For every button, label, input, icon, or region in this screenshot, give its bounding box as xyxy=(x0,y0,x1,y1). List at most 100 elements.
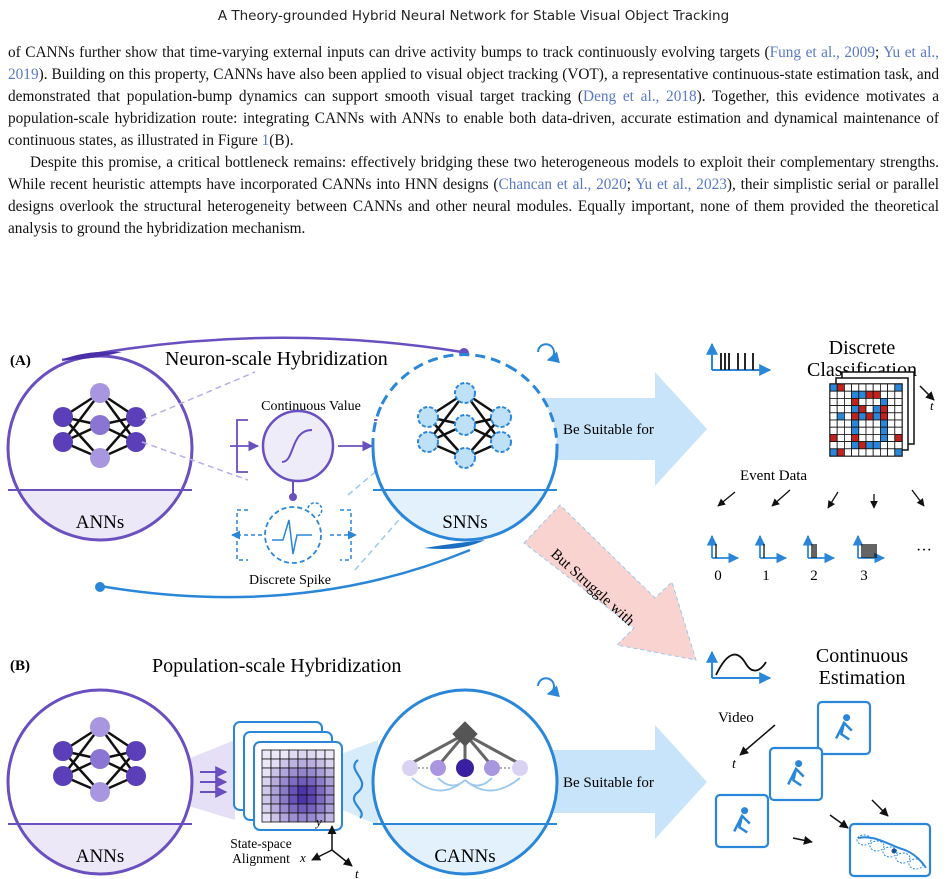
class-digit: 2 xyxy=(810,568,818,584)
citation-link[interactable]: Yu et al., 2023 xyxy=(635,176,727,193)
skier-icon xyxy=(733,813,751,834)
event-cell xyxy=(872,405,881,414)
paragraph-2: Despite this promise, a critical bottlen… xyxy=(8,154,940,237)
event-cell xyxy=(865,448,874,457)
ann-funnel xyxy=(185,740,235,820)
heat-cell xyxy=(270,749,281,760)
event-cell xyxy=(887,434,896,443)
event-cell xyxy=(829,419,838,428)
figure-ref-link[interactable]: 1 xyxy=(261,132,270,149)
event-cell xyxy=(872,426,881,435)
continuous-value-label: Continuous Value xyxy=(261,399,361,414)
event-cell xyxy=(894,426,903,435)
skier-icon xyxy=(787,766,805,787)
heat-cell xyxy=(261,758,272,769)
snn-label-a: SNNs xyxy=(442,512,487,533)
skier-ghost xyxy=(895,852,911,864)
heat-cell xyxy=(297,767,308,778)
heat-cell xyxy=(315,776,326,787)
heat-cell xyxy=(288,803,299,814)
event-cell xyxy=(894,405,903,414)
ann-label-b: ANNs xyxy=(76,846,125,867)
event-cell xyxy=(858,412,867,421)
citation-link[interactable]: Deng et al., 2018 xyxy=(583,88,697,105)
suitable-arrow-a xyxy=(545,372,707,486)
cann-funnel xyxy=(338,740,378,825)
event-cell xyxy=(865,390,874,399)
event-cell xyxy=(865,383,874,392)
heat-cell xyxy=(306,749,317,760)
event-cell xyxy=(880,434,889,443)
heat-cell xyxy=(261,749,272,760)
skier-ghost xyxy=(869,840,885,852)
axis-x-label: x xyxy=(299,850,306,865)
panel-a-title: Neuron-scale Hybridization xyxy=(165,348,388,370)
continuous-title: Continuous xyxy=(816,645,908,667)
heat-cell xyxy=(306,758,317,769)
event-cell xyxy=(844,434,853,443)
heat-cell xyxy=(315,749,326,760)
heat-cell xyxy=(270,794,281,805)
heat-cell xyxy=(261,776,272,787)
event-cell xyxy=(858,441,867,450)
event-cell xyxy=(894,390,903,399)
event-cell xyxy=(887,419,896,428)
event-data-label: Event Data xyxy=(740,468,807,484)
event-t-label: t xyxy=(930,398,934,413)
heat-cell xyxy=(261,785,272,796)
citation-link[interactable]: Chancan et al., 2020 xyxy=(498,176,627,193)
panel-b-title: Population-scale Hybridization xyxy=(152,655,401,677)
heat-cell xyxy=(279,785,290,796)
citation-link[interactable]: Yu et al., 2019 xyxy=(8,44,939,83)
heat-cell xyxy=(279,776,290,787)
heat-cell xyxy=(270,812,281,823)
heat-cell xyxy=(279,758,290,769)
event-cell xyxy=(844,405,853,414)
event-cell xyxy=(844,426,853,435)
heat-cell xyxy=(261,812,272,823)
heat-cell xyxy=(306,812,317,823)
event-cell xyxy=(851,434,860,443)
heat-cell xyxy=(324,776,335,787)
skier-icon xyxy=(843,714,851,722)
citation-link[interactable]: Fung et al., 2009 xyxy=(769,44,875,61)
heat-cell xyxy=(288,812,299,823)
heat-cell xyxy=(288,767,299,778)
continuous-estimation: Continuous Estimation Video t xyxy=(706,645,932,878)
event-cell xyxy=(880,390,889,399)
heat-cell xyxy=(306,767,317,778)
event-cell xyxy=(865,412,874,421)
ann-circle-a: ANNs xyxy=(6,354,194,542)
heat-cell xyxy=(288,794,299,805)
axis-y-label: y xyxy=(314,814,322,829)
heat-cell xyxy=(279,812,290,823)
event-cell xyxy=(887,441,896,450)
skier-ghost xyxy=(856,834,872,846)
event-cell xyxy=(858,390,867,399)
event-cell xyxy=(858,383,867,392)
heat-cell xyxy=(324,803,335,814)
heat-cell xyxy=(315,785,326,796)
event-cell xyxy=(829,426,838,435)
heat-cell xyxy=(279,749,290,760)
continuous-title: Estimation xyxy=(819,667,906,689)
event-cell xyxy=(865,398,874,407)
figure-1: (A) Neuron-scale Hybridization Be Suitab… xyxy=(6,336,935,879)
event-cell xyxy=(865,434,874,443)
event-cell xyxy=(836,383,845,392)
heat-cell xyxy=(324,758,335,769)
heat-cell xyxy=(288,785,299,796)
heat-cell xyxy=(324,785,335,796)
heat-cell xyxy=(324,749,335,760)
event-cell xyxy=(880,441,889,450)
suitable-arrow-b xyxy=(545,725,707,839)
body-text: of CANNs further show that time-varying … xyxy=(8,42,939,240)
event-cell xyxy=(894,383,903,392)
event-cell xyxy=(887,390,896,399)
event-cell xyxy=(894,398,903,407)
heat-cell xyxy=(297,794,308,805)
projection-line xyxy=(141,441,249,481)
suitable-label-b: Be Suitable for xyxy=(563,775,654,791)
wave-icon xyxy=(352,759,364,819)
